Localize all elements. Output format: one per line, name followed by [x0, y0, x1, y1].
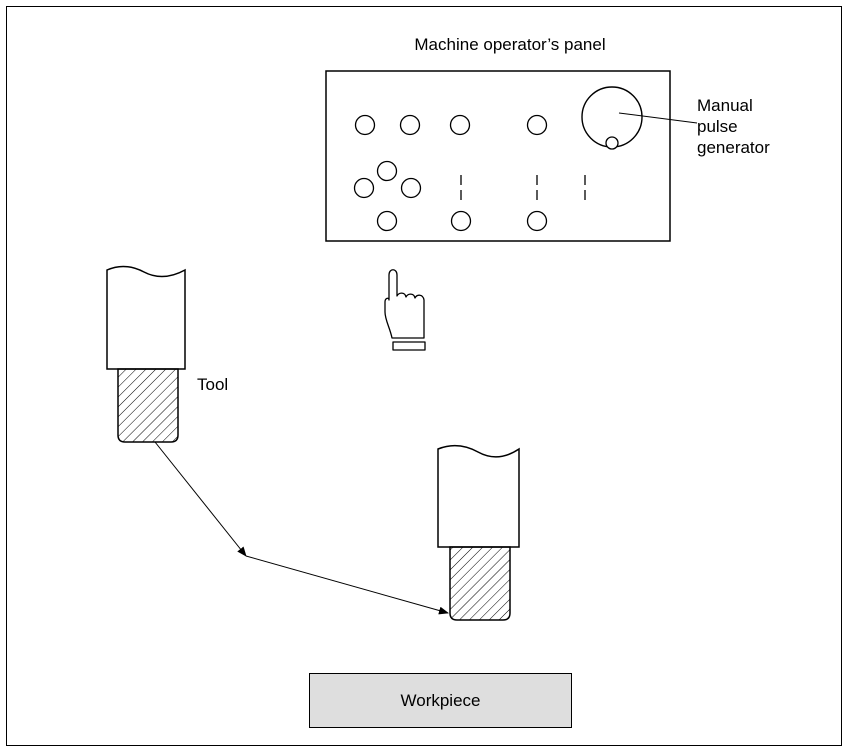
panel-button[interactable] [450, 210, 472, 232]
jog-button-down[interactable] [376, 210, 398, 232]
panel-title: Machine operator’s panel [414, 35, 606, 54]
jog-button-right[interactable] [400, 177, 422, 199]
pointing-hand-icon [384, 269, 426, 351]
tool-path-segment-2 [245, 555, 449, 615]
jog-button-up[interactable] [376, 160, 398, 182]
panel-button[interactable] [354, 114, 376, 136]
workpiece: Workpiece [309, 673, 572, 728]
switch-marks [460, 175, 586, 200]
panel-button[interactable] [449, 114, 471, 136]
tool-label: Tool [197, 375, 229, 394]
panel-button[interactable] [399, 114, 421, 136]
jog-button-left[interactable] [353, 177, 375, 199]
operator-panel [325, 70, 698, 242]
manual-pulse-generator-icon[interactable] [581, 86, 643, 150]
figure-frame [6, 6, 842, 746]
manual-pulse-generator-label: Manual pulse generator [697, 96, 770, 157]
workpiece-label: Workpiece [400, 690, 481, 710]
panel-button[interactable] [526, 210, 548, 232]
tool-path-segment-1 [154, 441, 247, 557]
panel-button[interactable] [526, 114, 548, 136]
tool-icon [106, 265, 186, 443]
tool-moved-icon [437, 444, 520, 621]
mpg-leader-line [618, 112, 698, 124]
